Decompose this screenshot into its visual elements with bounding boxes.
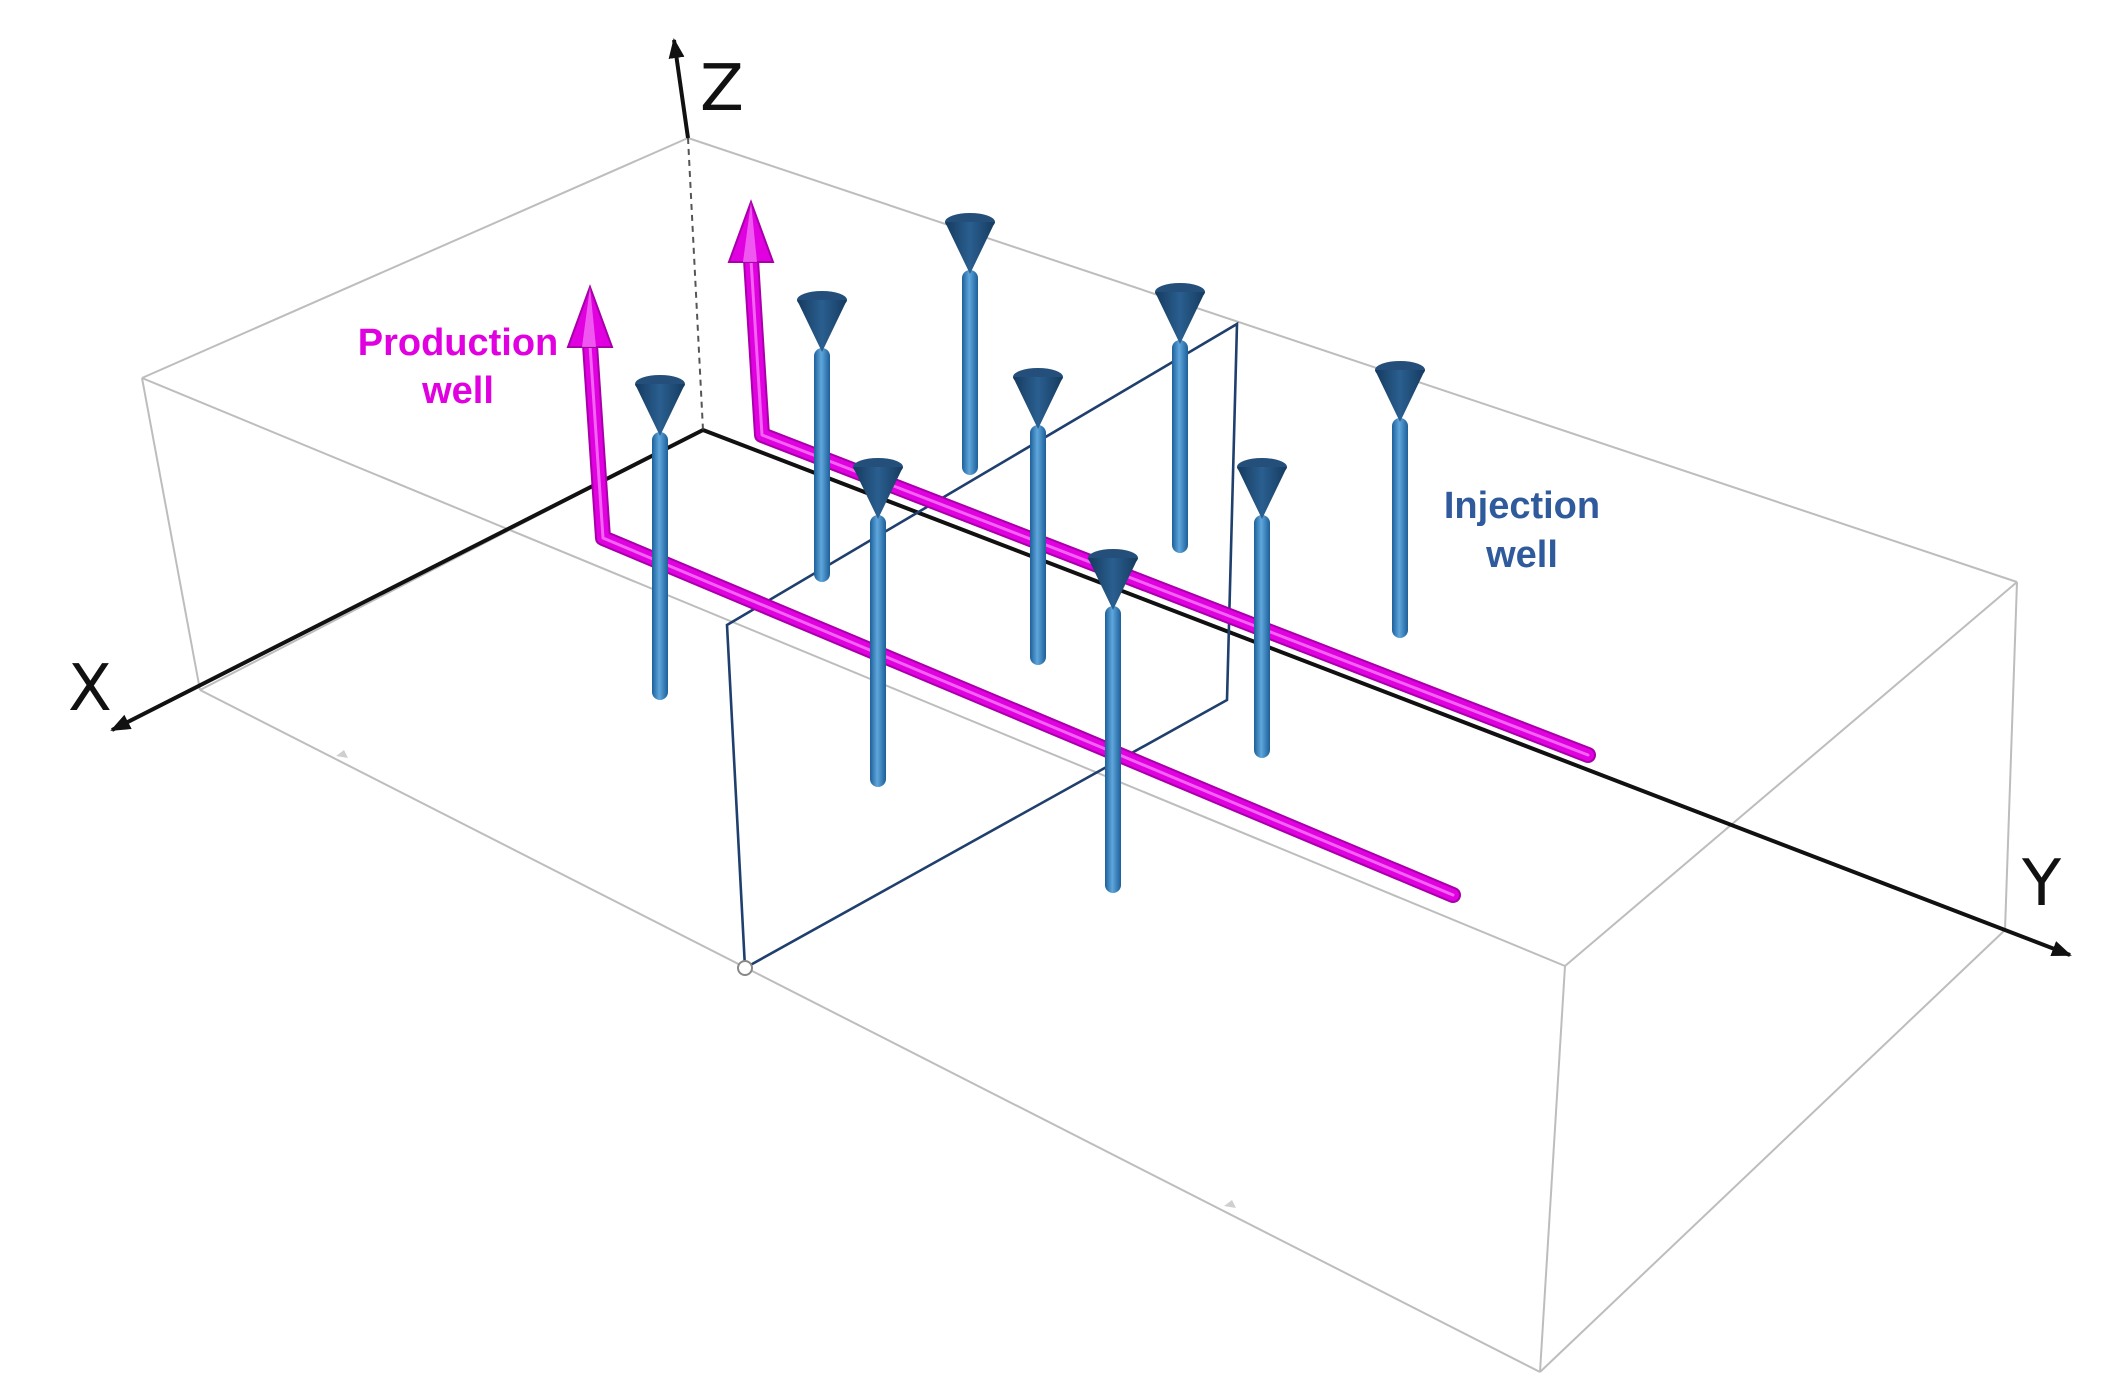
injection-well xyxy=(1375,361,1425,638)
production-wells xyxy=(566,199,1596,903)
y-axis-line xyxy=(702,428,2072,957)
production-arrow-highlight xyxy=(582,287,596,347)
injection-pipe xyxy=(1172,340,1188,553)
y-axis-label: Y xyxy=(2021,847,2062,921)
injection-wells xyxy=(635,213,1425,893)
z-axis-line xyxy=(668,38,690,139)
box-edge xyxy=(141,377,201,691)
x-axis-label: X xyxy=(68,652,112,726)
injection-cone-icon xyxy=(853,467,903,519)
production-pipe-shadow xyxy=(582,337,1461,903)
box-tick-mark xyxy=(336,750,348,758)
injection-pipe xyxy=(1254,515,1270,758)
production-well xyxy=(727,199,1596,763)
injection-well xyxy=(945,213,995,475)
production-well-label-line1: Production xyxy=(358,322,559,364)
injection-pipe xyxy=(814,348,830,582)
injection-cone-icon xyxy=(1375,370,1425,422)
injection-well-label-line1: Injection xyxy=(1444,485,1600,527)
injection-cone-icon xyxy=(635,384,685,436)
injection-cone-icon xyxy=(797,300,847,352)
injection-cone-icon xyxy=(945,222,995,274)
injection-well xyxy=(797,291,847,582)
injection-pipe xyxy=(1105,606,1121,893)
production-arrow-highlight xyxy=(743,202,757,262)
production-pipe xyxy=(584,339,1459,901)
injection-well xyxy=(1088,549,1138,893)
labels: Production well Injection well xyxy=(358,322,1600,576)
injection-cone-icon xyxy=(1237,467,1287,519)
injection-pipe xyxy=(1030,425,1046,665)
injection-pipe xyxy=(870,515,886,787)
injection-pipe xyxy=(962,270,978,475)
injection-well xyxy=(853,458,903,787)
injection-cone-icon xyxy=(1013,377,1063,429)
box-edge xyxy=(141,137,689,379)
injection-cone-icon xyxy=(1155,292,1205,344)
box-edge xyxy=(141,377,1566,967)
z-axis-label: Z xyxy=(700,52,744,126)
box-edge xyxy=(1564,581,2018,967)
section-outline xyxy=(725,321,1239,971)
injection-cone-icon xyxy=(1088,558,1138,610)
injection-well xyxy=(635,375,685,700)
box-tick-mark xyxy=(1224,1200,1236,1208)
box-edge xyxy=(2004,581,2018,931)
box-edge xyxy=(687,137,2018,583)
section-corner-marker xyxy=(737,960,753,976)
box-hidden-edge xyxy=(687,137,704,431)
box-edge xyxy=(1539,965,1566,1373)
cross-section-plane xyxy=(725,321,1239,976)
production-pipe-highlight xyxy=(749,258,1590,757)
box-edge xyxy=(1539,929,2006,1373)
injection-pipe xyxy=(652,432,668,700)
injection-well xyxy=(1013,368,1063,665)
production-well-label-line2: well xyxy=(421,370,494,412)
injection-well xyxy=(1155,283,1205,553)
box-edge xyxy=(199,689,1541,1373)
production-well xyxy=(566,284,1461,903)
injection-pipe xyxy=(1392,418,1408,638)
x-axis-line xyxy=(110,428,704,732)
production-pipe-highlight xyxy=(588,343,1455,897)
injection-well xyxy=(1237,458,1287,758)
injection-well-label-line2: well xyxy=(1485,534,1558,576)
axes: X Y Z xyxy=(68,38,2072,957)
